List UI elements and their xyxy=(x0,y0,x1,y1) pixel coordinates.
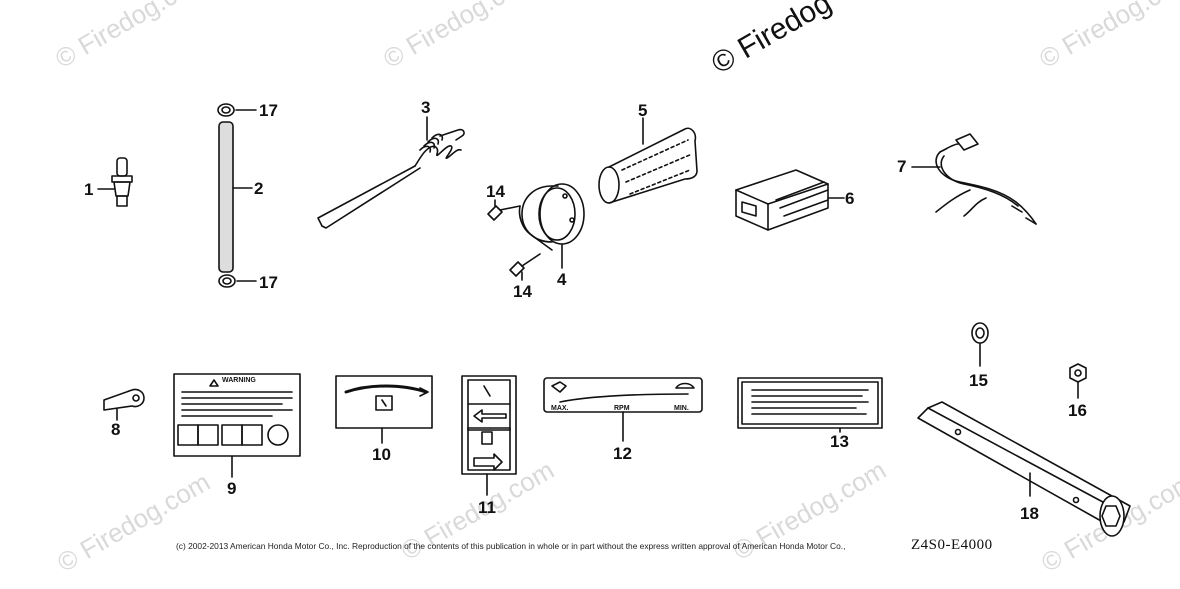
callout-14-upper: 14 xyxy=(486,182,505,201)
callout-11: 11 xyxy=(478,498,496,517)
part-17-clip-bottom[interactable] xyxy=(218,274,257,288)
callout-3: 3 xyxy=(421,98,431,117)
rpm-max-text: MAX. xyxy=(551,405,569,412)
part-15-washer[interactable] xyxy=(971,322,989,367)
callout-6: 6 xyxy=(845,189,855,208)
part-12-throttle-label[interactable]: MAX. RPM MIN. xyxy=(543,377,703,442)
callout-18: 18 xyxy=(1020,504,1039,523)
callout-17-bottom: 17 xyxy=(259,273,278,292)
callout-4: 4 xyxy=(557,270,567,289)
part-17-clip-top[interactable] xyxy=(217,103,257,117)
part-9-warning-label[interactable] xyxy=(173,373,301,478)
callout-5: 5 xyxy=(638,101,648,120)
rpm-min-text: MIN. xyxy=(674,405,689,412)
part-2-tube[interactable] xyxy=(218,121,253,273)
callout-8: 8 xyxy=(111,420,121,439)
part-13-plate-label[interactable] xyxy=(737,377,883,433)
callout-9: 9 xyxy=(227,479,237,498)
callout-1: 1 xyxy=(84,180,94,199)
part-1-drain-fitting[interactable] xyxy=(97,157,133,207)
part-5-grip[interactable] xyxy=(598,117,698,204)
copyright-notice: (c) 2002-2013 American Honda Motor Co., … xyxy=(176,541,846,551)
part-10-choke-label[interactable] xyxy=(335,375,433,444)
callout-2: 2 xyxy=(254,179,264,198)
part-6-regulator[interactable] xyxy=(735,169,845,231)
diagram-code: Z4S0-E4000 xyxy=(911,537,993,553)
rpm-text: RPM xyxy=(614,405,630,412)
part-8-terminal[interactable] xyxy=(103,388,145,421)
part-14-screw-upper[interactable] xyxy=(487,199,521,221)
callout-7: 7 xyxy=(897,157,907,176)
callout-17-top: 17 xyxy=(259,101,278,120)
callout-14-lower: 14 xyxy=(513,282,532,301)
callout-15: 15 xyxy=(969,371,988,390)
part-16-nut[interactable] xyxy=(1069,363,1087,399)
callout-13: 13 xyxy=(830,432,849,451)
part-11-fuel-label[interactable] xyxy=(461,375,517,496)
callout-12: 12 xyxy=(613,444,632,463)
callout-16: 16 xyxy=(1068,401,1087,420)
callout-10: 10 xyxy=(372,445,391,464)
part-18-box-wrench[interactable] xyxy=(917,401,1131,537)
part-7-wire-harness[interactable] xyxy=(911,133,1037,225)
part-14-screw-lower[interactable] xyxy=(509,253,541,281)
part-3-spring-rod[interactable] xyxy=(317,116,465,229)
warning-label-text: WARNING xyxy=(222,377,256,384)
part-4-cover[interactable] xyxy=(518,183,585,269)
